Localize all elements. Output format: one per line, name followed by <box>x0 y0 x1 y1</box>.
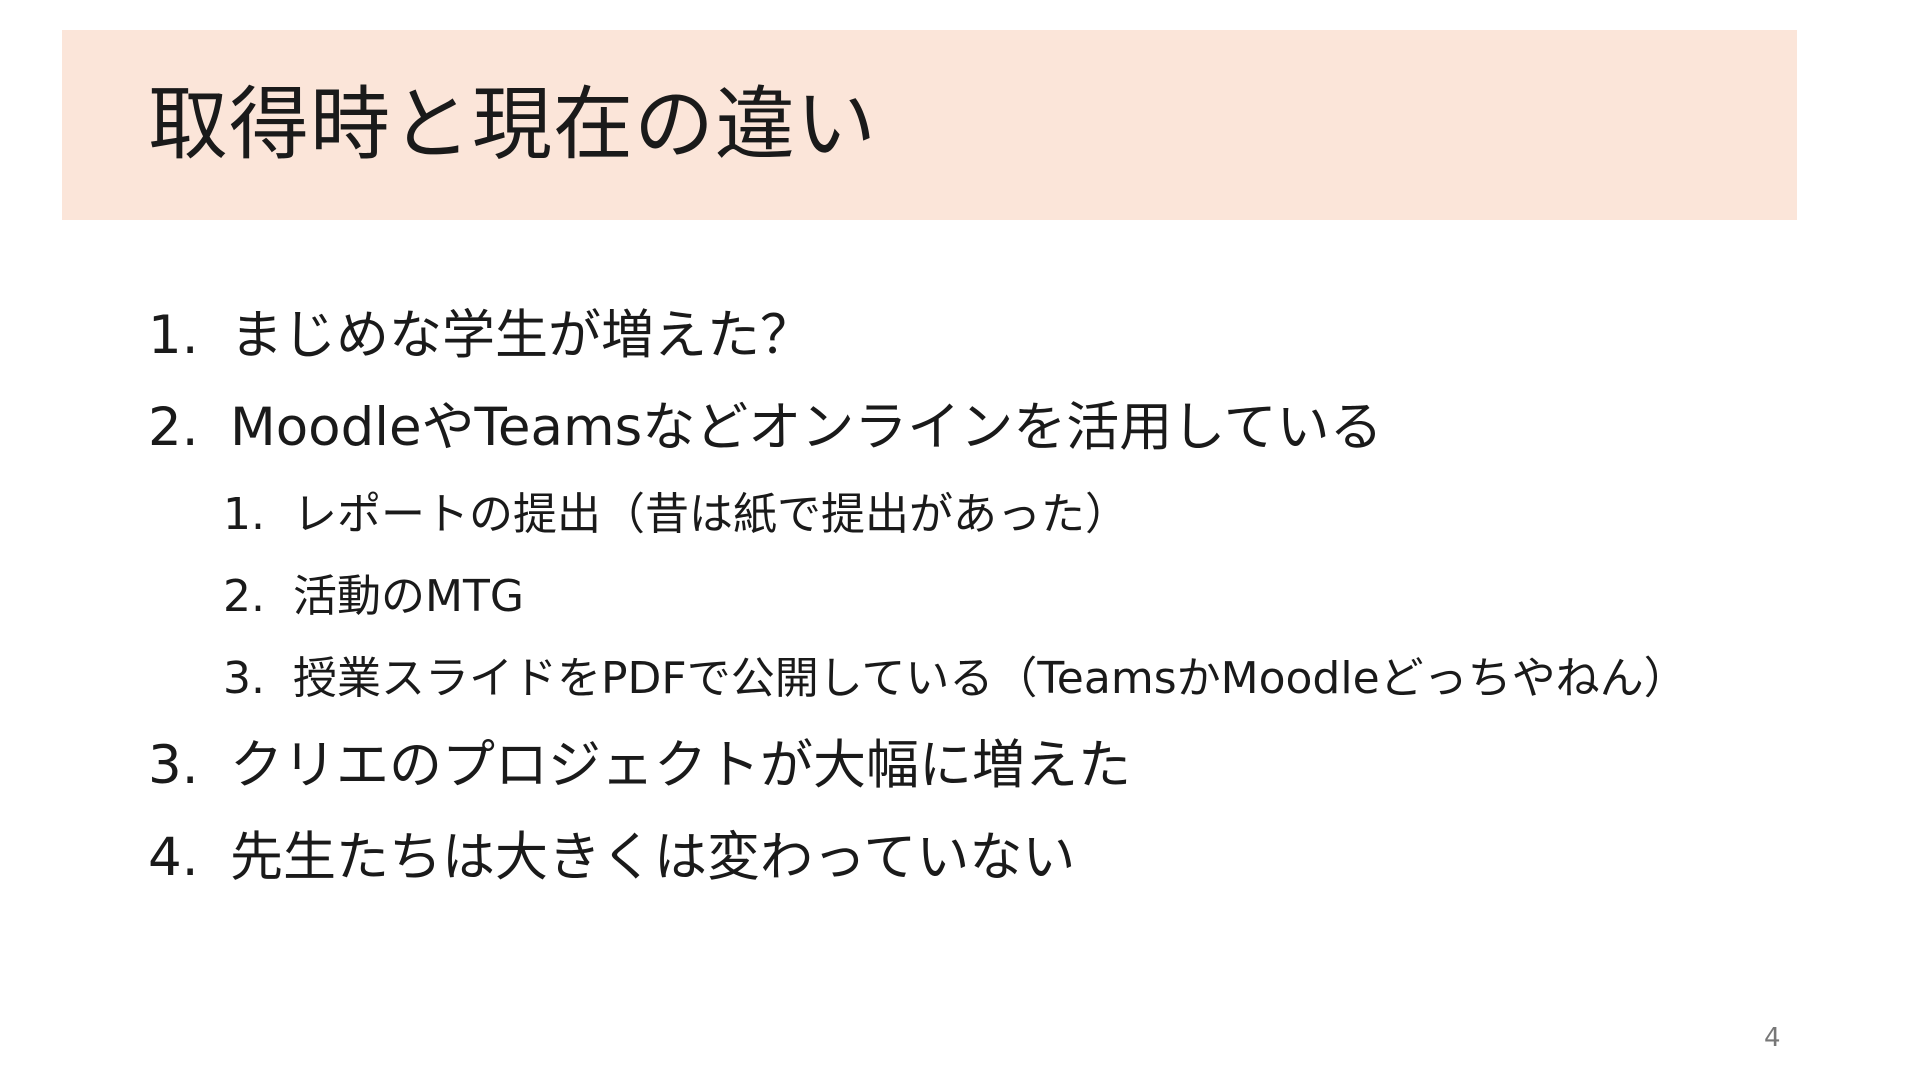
list-item: 1. まじめな学生が増えた？ <box>148 290 1788 382</box>
list-item: 3. クリエのプロジェクトが大幅に増えた <box>148 720 1788 812</box>
sub-list-item-number: 1. <box>223 489 265 540</box>
list-item-text: クリエのプロジェクトが大幅に増えた <box>230 735 1131 796</box>
sub-list-item: 1. レポートの提出（昔は紙で提出があった） <box>148 474 1788 556</box>
title-band <box>62 30 1797 220</box>
list-item-number: 2. <box>148 397 199 458</box>
sub-list-item-number: 3. <box>223 653 265 704</box>
sub-list-item-text: 授業スライドをPDFで公開している（TeamsかMoodleどっちやねん） <box>293 653 1688 704</box>
sub-list-item-text: レポートの提出（昔は紙で提出があった） <box>293 489 1129 540</box>
list-item-number: 4. <box>148 827 199 888</box>
bullet-list: 1. まじめな学生が増えた？ 2. MoodleやTeamsなどオンラインを活用… <box>148 290 1788 904</box>
page-number: 4 <box>1764 1023 1781 1053</box>
list-item-text: まじめな学生が増えた？ <box>230 305 813 366</box>
list-item: 4. 先生たちは大きくは変わっていない <box>148 812 1788 904</box>
list-item-number: 3. <box>148 735 199 796</box>
slide-title: 取得時と現在の違い <box>148 78 877 171</box>
sub-list-item: 3. 授業スライドをPDFで公開している（TeamsかMoodleどっちやねん） <box>148 638 1788 720</box>
list-item: 2. MoodleやTeamsなどオンラインを活用している <box>148 382 1788 474</box>
list-item-text: 先生たちは大きくは変わっていない <box>230 827 1076 888</box>
sub-list-item-text: 活動のMTG <box>293 571 524 622</box>
list-item-text: MoodleやTeamsなどオンラインを活用している <box>230 397 1383 458</box>
sub-list-item: 2. 活動のMTG <box>148 556 1788 638</box>
list-item-number: 1. <box>148 305 199 366</box>
sub-list-item-number: 2. <box>223 571 265 622</box>
